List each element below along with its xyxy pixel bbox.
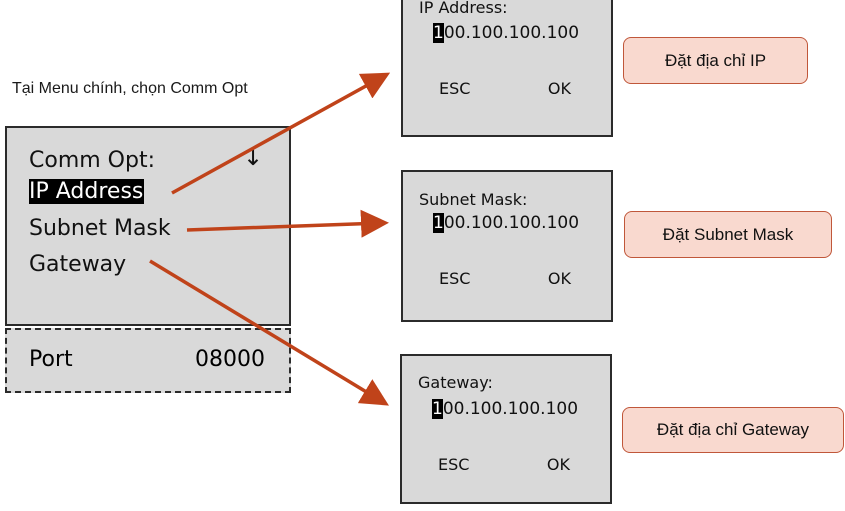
menu-item-subnet-mask[interactable]: Subnet Mask bbox=[29, 216, 171, 241]
menu-item-label: IP Address bbox=[29, 179, 145, 204]
edit-cursor: 1 bbox=[433, 23, 444, 43]
esc-button[interactable]: ESC bbox=[439, 79, 471, 98]
gateway-field[interactable]: 100.100.100.100 bbox=[432, 398, 578, 420]
field-value: 00.100.100.100 bbox=[443, 213, 580, 233]
dialog-title: Gateway: bbox=[418, 373, 493, 392]
ok-button[interactable]: OK bbox=[547, 269, 571, 288]
edit-cursor: 1 bbox=[433, 213, 444, 233]
arrow-to-subnet-dialog bbox=[186, 209, 389, 238]
edit-cursor: 1 bbox=[432, 399, 443, 419]
note-set-gateway: Đặt địa chỉ Gateway bbox=[622, 407, 844, 453]
port-label: Port bbox=[29, 347, 73, 372]
field-value: 00.100.100.100 bbox=[442, 399, 579, 419]
esc-button[interactable]: ESC bbox=[438, 455, 470, 474]
note-set-ip: Đặt địa chỉ IP bbox=[623, 37, 808, 84]
menu-item-ip-address[interactable]: IP Address bbox=[29, 177, 145, 207]
subnet-mask-field[interactable]: 100.100.100.100 bbox=[433, 212, 579, 234]
port-value: 08000 bbox=[195, 347, 265, 372]
field-value: 00.100.100.100 bbox=[443, 23, 580, 43]
instruction-caption: Tại Menu chính, chọn Comm Opt bbox=[12, 80, 248, 97]
gateway-dialog: Gateway: 100.100.100.100 ESC OK bbox=[400, 354, 612, 504]
ok-button[interactable]: OK bbox=[546, 455, 570, 474]
dialog-title: Subnet Mask: bbox=[419, 190, 528, 209]
subnet-mask-dialog: Subnet Mask: 100.100.100.100 ESC OK bbox=[401, 170, 613, 322]
esc-button[interactable]: ESC bbox=[439, 269, 471, 288]
dialog-title: IP Address: bbox=[419, 0, 508, 17]
ip-address-dialog: IP Address: 100.100.100.100 ESC OK bbox=[401, 0, 613, 137]
port-row[interactable]: Port 08000 bbox=[5, 328, 291, 393]
menu-title: Comm Opt: bbox=[29, 148, 155, 173]
arrow-to-ip-dialog bbox=[171, 72, 391, 195]
arrow-to-gateway-dialog bbox=[149, 259, 389, 406]
ip-address-field[interactable]: 100.100.100.100 bbox=[433, 22, 579, 44]
menu-item-gateway[interactable]: Gateway bbox=[29, 252, 127, 277]
note-set-subnet-mask: Đặt Subnet Mask bbox=[624, 211, 832, 258]
ok-button[interactable]: OK bbox=[547, 79, 571, 98]
